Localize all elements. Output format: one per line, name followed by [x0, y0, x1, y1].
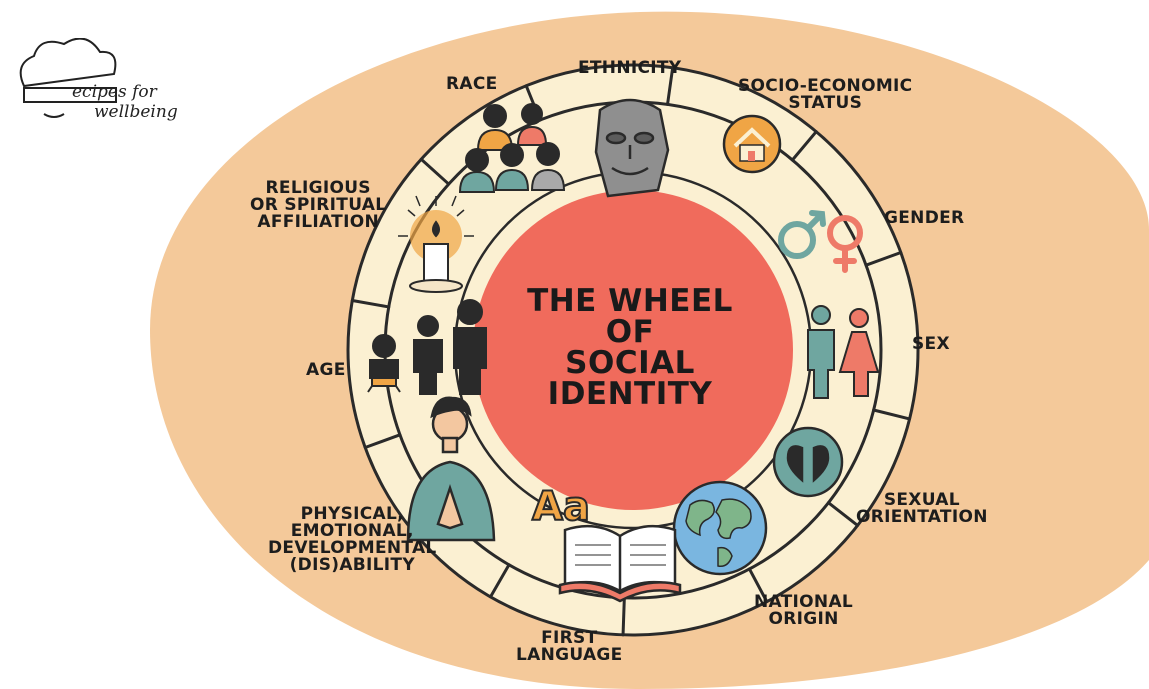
- label-disability: PHYSICAL, EMOTIONAL, DEVELOPMENTAL (DIS)…: [268, 504, 437, 575]
- label-sex: SEX: [912, 334, 950, 354]
- person-praying-icon: [406, 396, 496, 542]
- letters-icon: Aa: [532, 484, 590, 530]
- segment-divider: [666, 66, 675, 106]
- title-line-3: SOCIAL: [565, 345, 695, 381]
- label-gender: GENDER: [884, 208, 965, 228]
- segment-divider: [621, 596, 626, 637]
- segment-divider: [363, 433, 402, 449]
- logo-text-line1: ecipes for: [72, 82, 157, 102]
- title-line-1: THE WHEEL: [527, 283, 733, 319]
- open-book-icon: [558, 524, 682, 603]
- gender-symbols-icon: [778, 210, 863, 273]
- segment-divider: [864, 251, 903, 267]
- label-sexual-orientation: SEXUAL ORIENTATION: [856, 490, 988, 527]
- male-female-figures-icon: [807, 305, 880, 399]
- logo: ecipes for wellbeing: [12, 37, 182, 128]
- logo-text-line2: wellbeing: [94, 102, 178, 122]
- house-icon: [722, 114, 782, 174]
- segment-divider: [826, 501, 860, 527]
- label-socio-economic-status: SOCIO-ECONOMIC STATUS: [738, 76, 913, 113]
- segment-divider: [790, 130, 818, 162]
- segment-divider: [872, 408, 912, 421]
- candle-icon: [398, 195, 474, 293]
- wheel-title: THE WHEEL OF SOCIAL IDENTITY: [520, 286, 740, 410]
- label-first-language: FIRST LANGUAGE: [516, 628, 623, 665]
- label-race: RACE: [446, 74, 498, 94]
- chef-hat-icon: [19, 37, 117, 118]
- people-group-icon: [458, 103, 566, 193]
- hearts-icon: [772, 426, 844, 498]
- title-line-2: OF: [605, 314, 655, 350]
- age-figures-icon: [367, 299, 487, 395]
- segment-divider: [419, 157, 451, 186]
- segment-divider: [489, 563, 511, 599]
- mask-icon: [594, 98, 670, 198]
- label-national-origin: NATIONAL ORIGIN: [754, 592, 854, 629]
- segment-dividers: [350, 66, 912, 637]
- segment-divider: [747, 567, 769, 604]
- title-line-4: IDENTITY: [547, 376, 713, 412]
- center-disc: [473, 190, 793, 510]
- label-age: AGE: [306, 360, 346, 380]
- label-religion: RELIGIOUS OR SPIRITUAL AFFILIATION: [250, 178, 387, 232]
- segment-divider: [350, 299, 391, 309]
- globe-icon: [672, 480, 768, 576]
- label-ethnicity: ETHNICITY: [578, 58, 682, 78]
